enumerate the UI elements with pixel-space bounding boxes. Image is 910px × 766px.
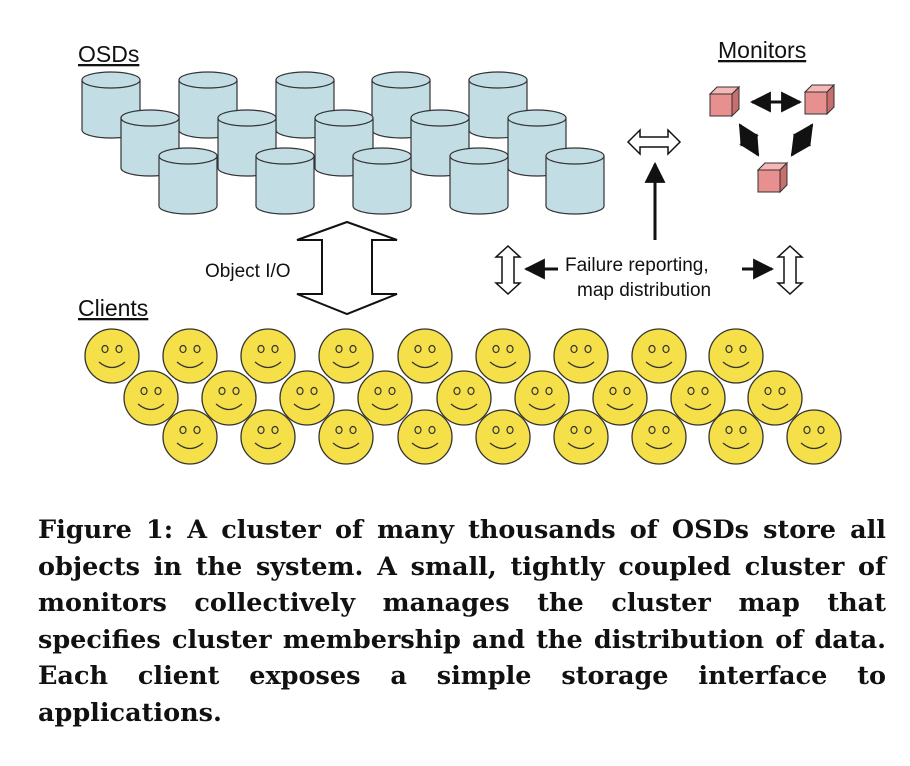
object-io-arrow-icon — [296, 220, 398, 316]
clients-label: Clients — [78, 295, 148, 321]
cylinder-disk-icon — [158, 147, 218, 215]
cylinder-disk-icon — [178, 71, 238, 139]
smiley-face-icon — [747, 370, 803, 426]
smiley-face-icon — [670, 370, 726, 426]
cylinder-disk-icon — [545, 147, 605, 215]
smiley-face-icon — [318, 409, 374, 465]
monitor-cluster — [708, 83, 836, 194]
smiley-face-icon — [786, 409, 842, 465]
smiley-face-icon — [318, 328, 374, 384]
smiley-face-icon — [553, 409, 609, 465]
monitors-label: Monitors — [718, 37, 806, 63]
cylinder-disk-icon — [255, 147, 315, 215]
failure-reporting-label: Failure reporting, — [565, 255, 709, 276]
smiley-face-icon — [553, 328, 609, 384]
smiley-face-icon — [201, 370, 257, 426]
client-cluster — [84, 328, 842, 465]
map-distribution-label: map distribution — [577, 280, 711, 301]
osds-label: OSDs — [78, 41, 139, 67]
smiley-face-icon — [162, 409, 218, 465]
osd-cluster — [81, 71, 605, 215]
vertical-hollow-arrow-icon — [776, 244, 804, 296]
cylinder-disk-icon — [352, 147, 412, 215]
object-io-label: Object I/O — [205, 261, 291, 282]
smiley-face-icon — [436, 370, 492, 426]
smiley-face-icon — [397, 328, 453, 384]
cylinder-disk-icon — [449, 147, 509, 215]
smiley-face-icon — [708, 328, 764, 384]
smiley-face-icon — [397, 409, 453, 465]
smiley-face-icon — [279, 370, 335, 426]
cube-icon — [803, 83, 836, 116]
monitor-link-arrow — [738, 123, 760, 157]
cube-icon — [756, 161, 789, 194]
smiley-face-icon — [162, 328, 218, 384]
smiley-face-icon — [475, 409, 531, 465]
cube-icon — [708, 85, 741, 118]
ceph-architecture-diagram: OSDs Monitors Clients Object I/O Failure… — [78, 37, 842, 465]
smiley-face-icon — [123, 370, 179, 426]
hollow-double-arrow-icon — [626, 128, 682, 156]
smiley-face-icon — [708, 409, 764, 465]
vertical-hollow-arrow-icon — [494, 244, 522, 296]
smiley-face-icon — [240, 328, 296, 384]
smiley-face-icon — [514, 370, 570, 426]
smiley-face-icon — [631, 409, 687, 465]
smiley-face-icon — [357, 370, 413, 426]
smiley-face-icon — [475, 328, 531, 384]
smiley-face-icon — [631, 328, 687, 384]
smiley-face-icon — [592, 370, 648, 426]
figure-caption: Figure 1: A cluster of many thousands of… — [38, 515, 886, 728]
smiley-face-icon — [240, 409, 296, 465]
monitor-link-arrow — [790, 123, 814, 157]
smiley-face-icon — [84, 328, 140, 384]
